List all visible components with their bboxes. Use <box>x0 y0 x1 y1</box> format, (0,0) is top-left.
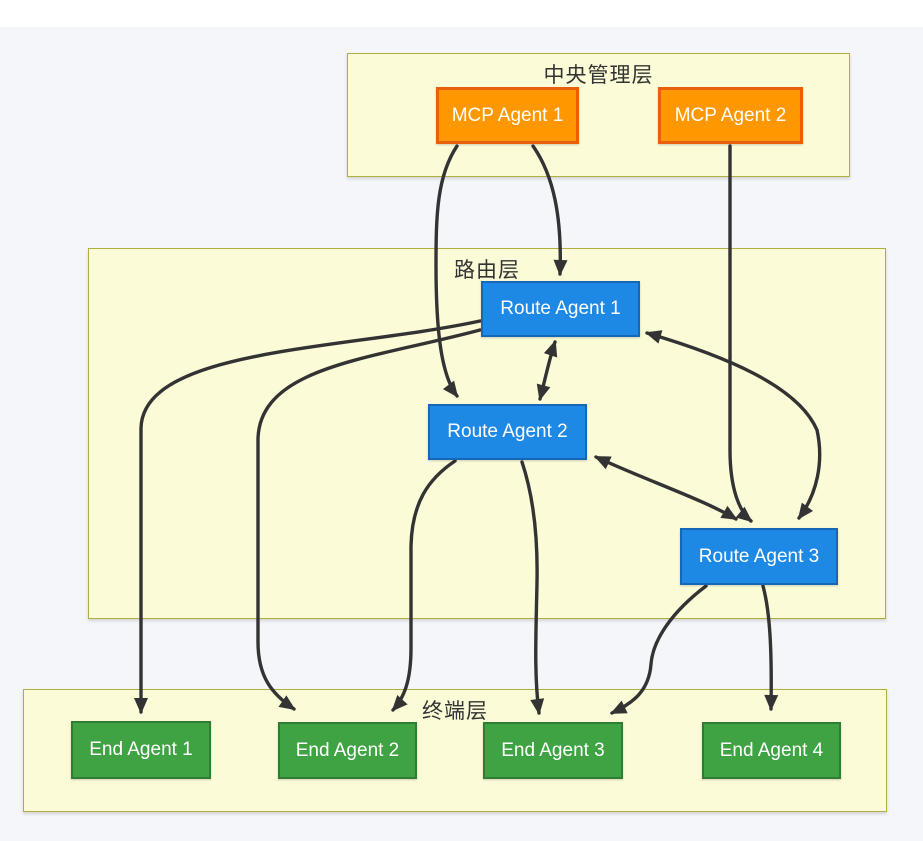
node-mcp-agent-2: MCP Agent 2 <box>658 87 803 144</box>
node-end-agent-2: End Agent 2 <box>278 722 417 779</box>
node-end-agent-1: End Agent 1 <box>71 721 211 779</box>
node-route-agent-3-label: Route Agent 3 <box>698 545 820 567</box>
node-end-agent-2-label: End Agent 2 <box>295 739 400 761</box>
node-route-agent-1-label: Route Agent 1 <box>500 298 621 319</box>
node-end-agent-4-label: End Agent 4 <box>719 739 824 761</box>
node-route-agent-2-label: Route Agent 2 <box>447 421 568 442</box>
node-mcp-agent-1-label: MCP Agent 1 <box>451 104 564 126</box>
layer-management-label: 中央管理层 <box>543 64 654 87</box>
node-route-agent-3: Route Agent 3 <box>680 528 838 585</box>
node-route-agent-1: Route Agent 1 <box>481 281 640 337</box>
node-end-agent-3-label: End Agent 3 <box>501 739 605 761</box>
node-end-agent-4: End Agent 4 <box>702 722 841 779</box>
node-mcp-agent-2-label: MCP Agent 2 <box>674 104 787 126</box>
layer-routing-label: 路由层 <box>454 259 520 282</box>
node-end-agent-1-label: End Agent 1 <box>89 739 193 760</box>
node-end-agent-3: End Agent 3 <box>483 722 623 779</box>
node-route-agent-2: Route Agent 2 <box>428 404 587 460</box>
node-mcp-agent-1: MCP Agent 1 <box>436 87 579 144</box>
